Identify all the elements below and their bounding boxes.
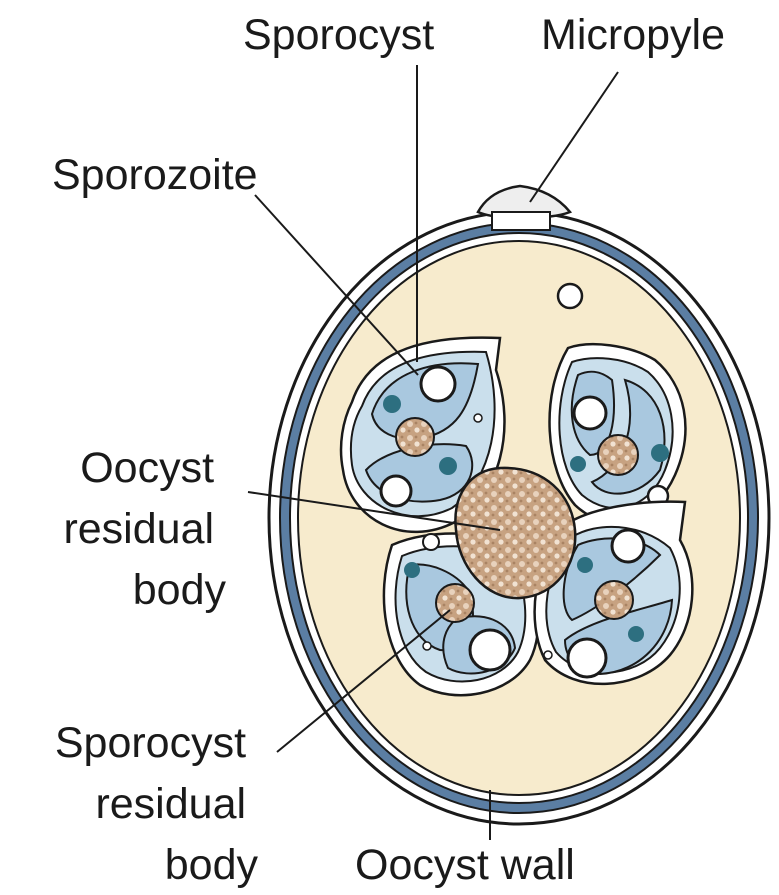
label-oocyst-wall: Oocyst wall	[355, 841, 575, 889]
label-sporozoite: Sporozoite	[52, 151, 258, 199]
label-oocyst-residual-body-line-2: residual	[63, 505, 214, 553]
label-sporocyst-residual-body: Sporocyst residual body	[55, 719, 259, 889]
sporocyst-upper-right	[550, 344, 686, 522]
label-sporocyst-residual-body-line-1: Sporocyst	[55, 719, 246, 767]
label-sporocyst-residual-body-line-2: residual	[95, 780, 246, 828]
leader-micropyle	[530, 72, 618, 202]
label-oocyst-residual-body-line-1: Oocyst	[80, 444, 214, 492]
label-sporocyst-residual-body-line-3: body	[165, 841, 259, 889]
label-sporocyst: Sporocyst	[243, 11, 434, 59]
label-micropyle: Micropyle	[541, 11, 725, 59]
vacuole	[558, 284, 582, 308]
label-oocyst-residual-body: Oocyst residual body	[63, 444, 226, 614]
label-oocyst-residual-body-line-3: body	[133, 566, 227, 614]
